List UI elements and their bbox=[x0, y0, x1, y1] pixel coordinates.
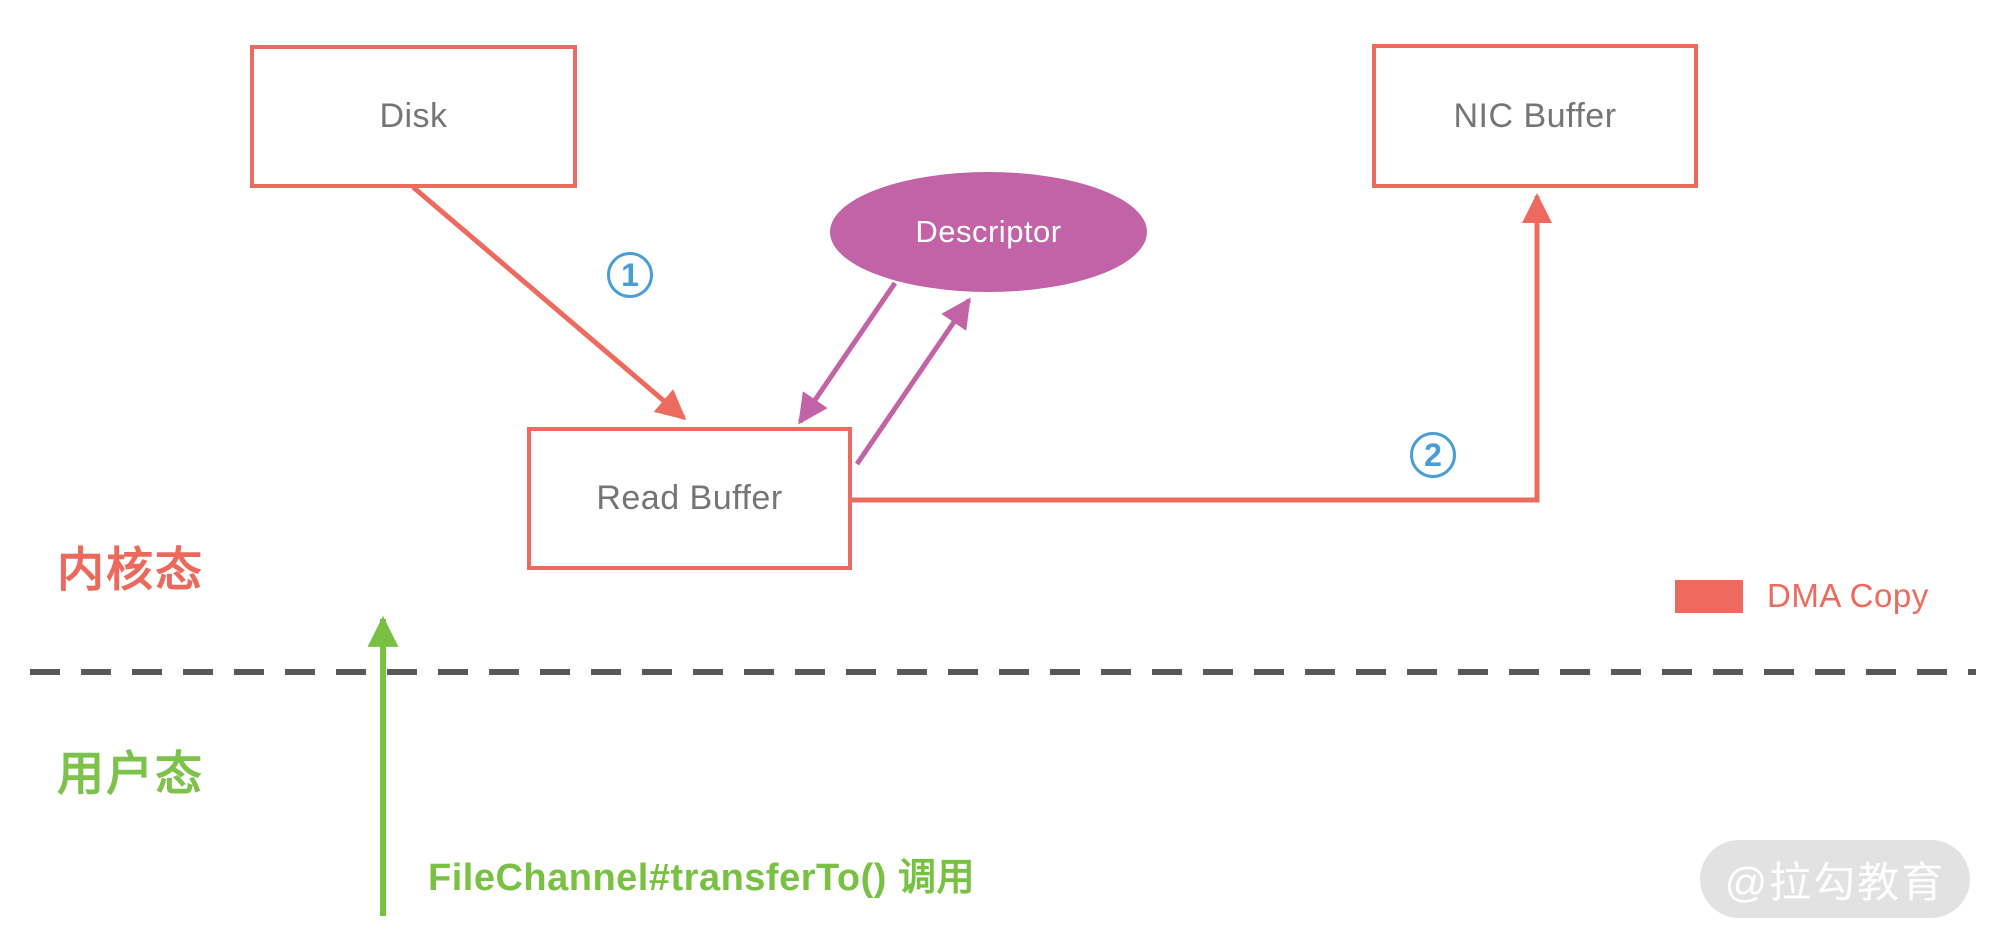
transferto-call-label: FileChannel#transferTo() 调用 bbox=[428, 857, 975, 899]
descriptor-node-label: Descriptor bbox=[915, 214, 1062, 249]
descriptor-node: Descriptor bbox=[830, 172, 1147, 292]
read-buffer-to-descriptor-arrow bbox=[854, 297, 972, 466]
step-2-number: 2 bbox=[1424, 436, 1442, 473]
dma-copy-swatch bbox=[1675, 579, 1743, 613]
kernel-mode-label: 内核态 bbox=[57, 543, 204, 596]
step-1-badge: 1 bbox=[607, 252, 653, 298]
disk-node-label: Disk bbox=[379, 97, 448, 135]
read-buffer-node: Read Buffer bbox=[527, 427, 852, 570]
step-2-badge: 2 bbox=[1410, 432, 1456, 478]
descriptor-to-read-buffer-arrow bbox=[797, 281, 898, 425]
nic-buffer-node: NIC Buffer bbox=[1372, 44, 1698, 188]
legend: DMA Copy bbox=[1675, 576, 1929, 616]
dma-arrow-disk-to-read-buffer bbox=[411, 185, 687, 420]
step-1-number: 1 bbox=[621, 256, 639, 293]
user-mode-label: 用户态 bbox=[57, 747, 204, 800]
disk-node: Disk bbox=[250, 45, 577, 188]
dma-copy-legend-label: DMA Copy bbox=[1767, 577, 1929, 614]
nic-buffer-node-label: NIC Buffer bbox=[1453, 96, 1617, 135]
watermark-badge: @拉勾教育 bbox=[1700, 840, 1970, 918]
watermark-text: @拉勾教育 bbox=[1724, 858, 1946, 906]
read-buffer-node-label: Read Buffer bbox=[596, 479, 783, 517]
